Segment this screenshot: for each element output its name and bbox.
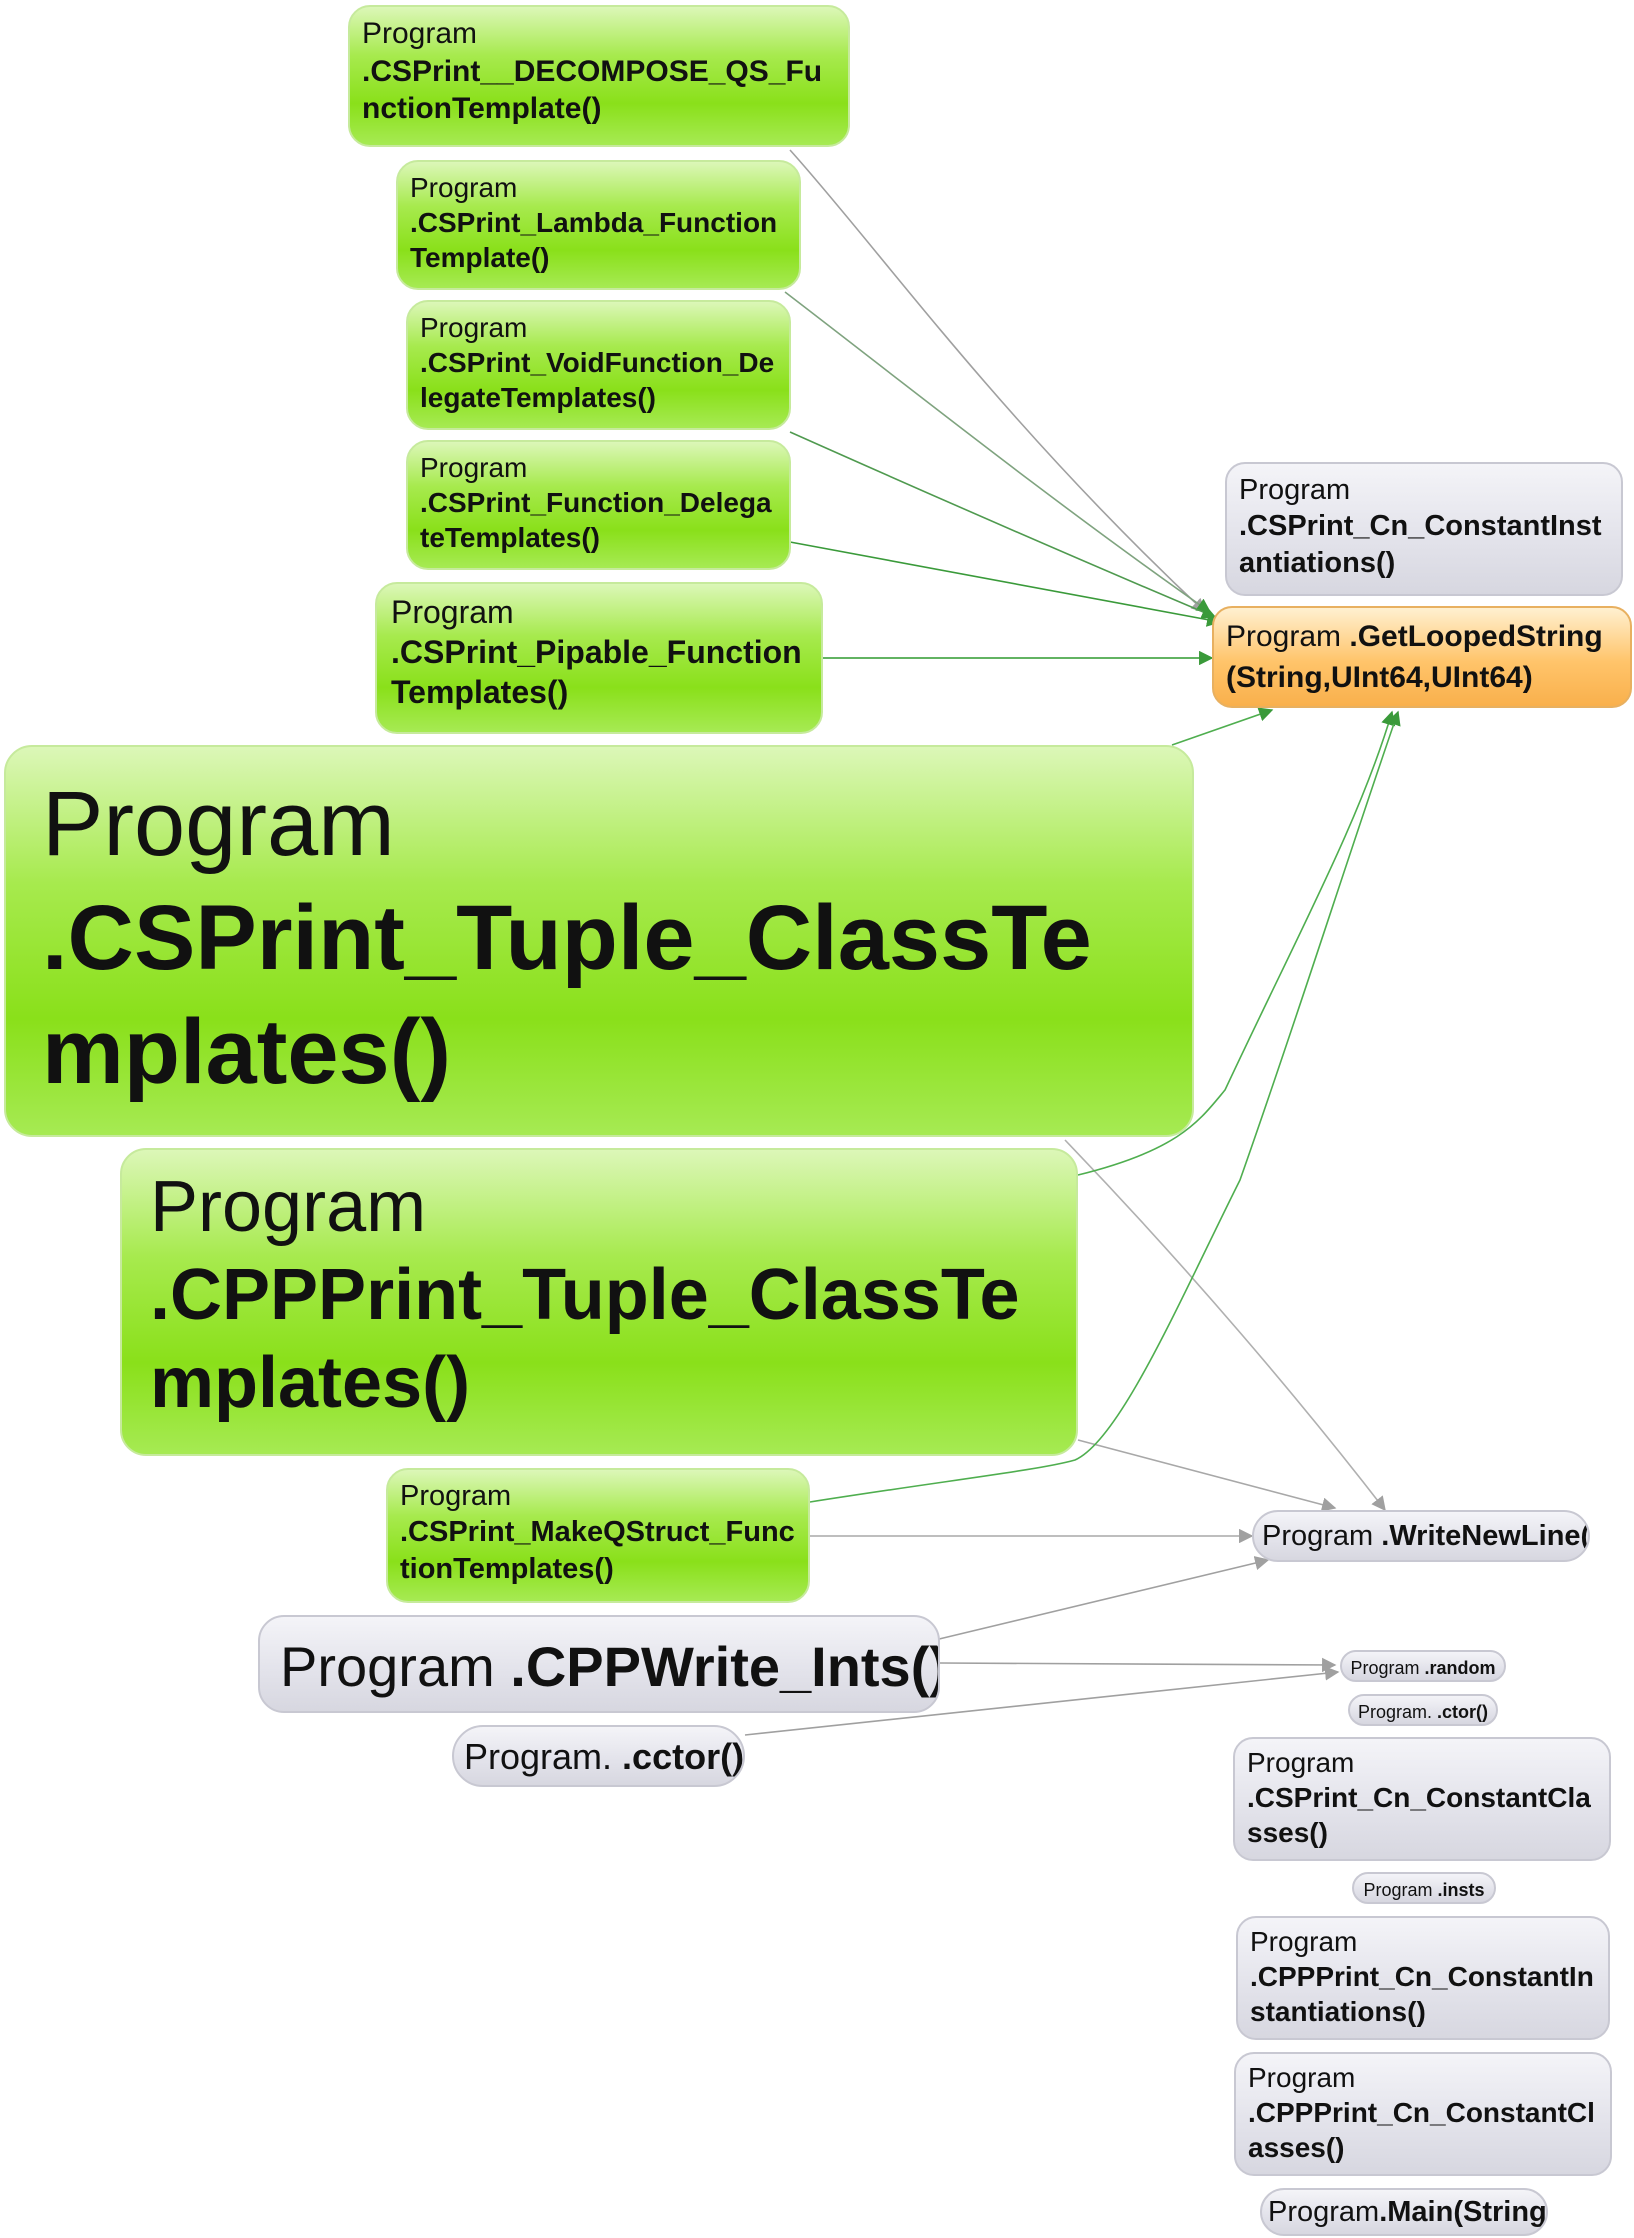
node-prefix: Program — [391, 594, 514, 630]
node-prefix: Program — [362, 17, 478, 50]
edge-decompose-to-getloopedstring — [789, 149, 1207, 613]
node-prefix: Program — [280, 1635, 511, 1698]
node-prefix: Program — [400, 1480, 512, 1512]
node-ctor[interactable]: Program. .ctor() — [1348, 1694, 1498, 1726]
node-cppcnconstclasses[interactable]: Program .CPPPrint_Cn_ConstantClasses() — [1234, 2052, 1612, 2176]
node-name: .CSPrint_MakeQStruct_FunctionTemplates() — [400, 1516, 795, 1585]
node-prefix: Program — [150, 1167, 427, 1247]
edge-cpptuple-to-getloopedstring — [1077, 710, 1396, 1176]
node-prefix: Program — [420, 452, 528, 483]
node-name: .CSPrint__DECOMPOSE_QS_FunctionTemplate(… — [362, 54, 823, 126]
node-name: .CPPPrint_Cn_ConstantClasses() — [1248, 2097, 1595, 2163]
node-cctor[interactable]: Program. .cctor() — [452, 1725, 745, 1787]
node-funcdelegate[interactable]: Program .CSPrint_Function_DelegateTempla… — [406, 440, 791, 570]
node-cppcnconstinst[interactable]: Program .CPPPrint_Cn_ConstantInstantiati… — [1236, 1916, 1610, 2040]
node-name: .CSPrint_VoidFunction_DelegateTemplates(… — [420, 347, 775, 413]
node-name: .CPPPrint_Tuple_ClassTemplates() — [150, 1254, 1020, 1423]
node-name: .insts — [1437, 1880, 1485, 1900]
node-random[interactable]: Program .random — [1340, 1650, 1506, 1682]
node-prefix: Program — [1363, 1880, 1438, 1900]
edge-funcdelegate-to-getloopedstring — [789, 541, 1222, 627]
node-voidfunc[interactable]: Program .CSPrint_VoidFunction_DelegateTe… — [406, 300, 791, 430]
edge-cppwriteints-to-writenewline — [934, 1556, 1270, 1641]
node-prefix: Program — [1226, 620, 1350, 653]
node-name: .CSPrint_Cn_ConstantClasses() — [1247, 1782, 1591, 1848]
node-name: .WriteNewLine() — [1381, 1520, 1590, 1552]
edge-cpptuple-to-writenewline — [1077, 1439, 1337, 1512]
node-prefix: Program — [42, 773, 395, 875]
node-name: .CPPWrite_Ints() — [510, 1635, 940, 1698]
node-prefix: Program. — [464, 1736, 623, 1777]
node-name: .CPPPrint_Cn_ConstantInstantiations() — [1250, 1961, 1594, 2027]
edge-cstuple-to-getloopedstring — [1171, 707, 1274, 746]
node-prefix: Program — [1350, 1658, 1425, 1678]
node-name: .cctor() — [622, 1736, 745, 1777]
node-main[interactable]: Program.Main(String[]) — [1260, 2188, 1548, 2236]
node-prefix: Program — [1248, 2062, 1356, 2093]
node-name: .CSPrint_Pipable_FunctionTemplates() — [391, 634, 802, 710]
node-name: .ctor() — [1437, 1702, 1489, 1722]
node-cnconstinst[interactable]: Program .CSPrint_Cn_ConstantInstantiatio… — [1225, 462, 1623, 596]
node-name: .CSPrint_Lambda_FunctionTemplate() — [410, 207, 778, 273]
node-insts[interactable]: Program .insts — [1352, 1872, 1496, 1904]
node-decompose[interactable]: Program .CSPrint__DECOMPOSE_QS_FunctionT… — [348, 5, 850, 147]
node-name: .CSPrint_Tuple_ClassTemplates() — [42, 887, 1092, 1104]
node-cppwriteints[interactable]: Program .CPPWrite_Ints() — [258, 1615, 940, 1713]
edge-makeqstruct-to-getloopedstring — [809, 710, 1401, 1503]
node-cpptuple[interactable]: Program .CPPPrint_Tuple_ClassTemplates() — [120, 1148, 1078, 1456]
node-name: .CSPrint_Function_DelegateTemplates() — [420, 487, 772, 553]
edge-lambda-to-getloopedstring — [784, 291, 1212, 613]
node-prefix: Program — [1268, 2196, 1380, 2228]
edge-cstuple-to-writenewline — [1064, 1139, 1386, 1512]
node-prefix: Program — [420, 312, 528, 343]
node-prefix: Program — [410, 172, 518, 203]
edge-cppwriteints-to-random — [939, 1657, 1337, 1673]
node-lambda[interactable]: Program .CSPrint_Lambda_FunctionTemplate… — [396, 160, 801, 290]
node-name: .Main(String[]) — [1379, 2196, 1547, 2228]
node-prefix: Program — [1262, 1520, 1382, 1552]
node-cnconstclasses[interactable]: Program .CSPrint_Cn_ConstantClasses() — [1233, 1737, 1611, 1861]
node-cstuple[interactable]: Program .CSPrint_Tuple_ClassTemplates() — [4, 745, 1194, 1137]
node-name: .GetLoopedString(String,UInt64,UInt64) — [1226, 620, 1603, 695]
node-prefix: Program — [1250, 1926, 1358, 1957]
node-prefix: Program — [1239, 474, 1351, 506]
edge-voidfunc-to-getloopedstring — [789, 431, 1217, 619]
node-makeqstruct[interactable]: Program .CSPrint_MakeQStruct_FunctionTem… — [386, 1468, 810, 1603]
node-prefix: Program — [1247, 1747, 1355, 1778]
node-name: .CSPrint_Cn_ConstantInstantiations() — [1239, 510, 1602, 579]
node-writenewline[interactable]: Program .WriteNewLine() — [1252, 1510, 1590, 1562]
node-getloopedstring[interactable]: Program .GetLoopedString(String,UInt64,U… — [1212, 606, 1632, 708]
node-prefix: Program. — [1357, 1702, 1438, 1722]
edge-cctor-to-random — [744, 1666, 1340, 1736]
node-pipable[interactable]: Program .CSPrint_Pipable_FunctionTemplat… — [375, 582, 823, 734]
node-name: .random — [1424, 1658, 1496, 1678]
